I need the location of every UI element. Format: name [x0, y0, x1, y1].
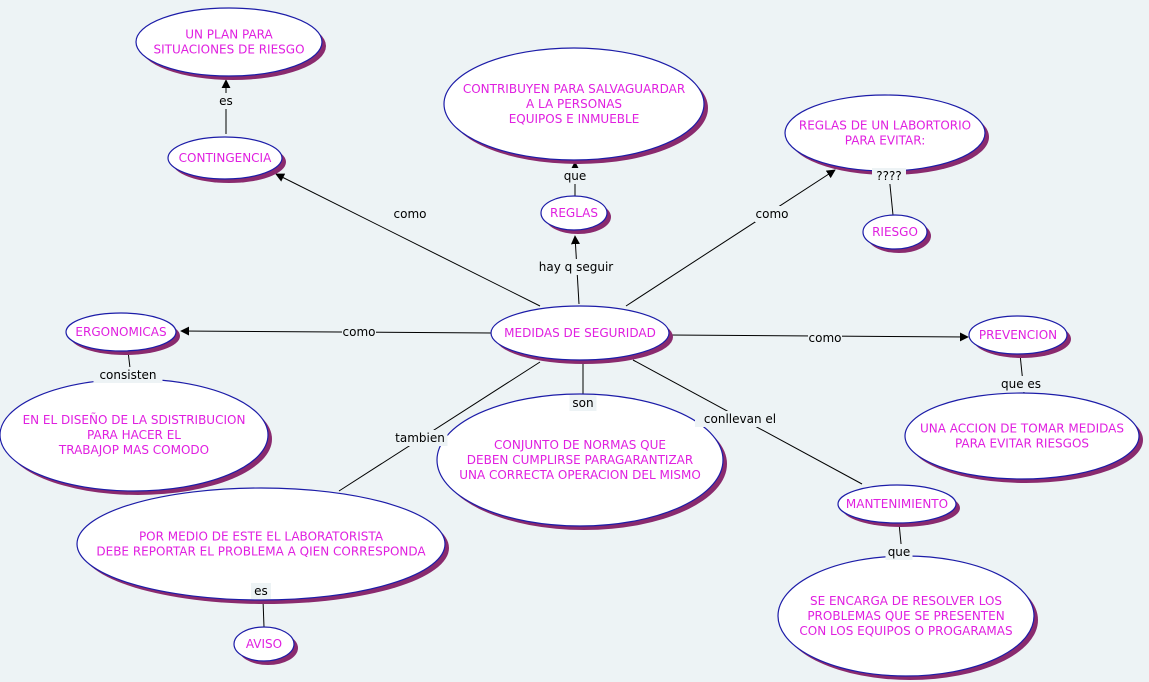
link-label-conllevan-el: conllevan el [704, 412, 776, 426]
node-label: MANTENIMIENTO [846, 497, 948, 511]
link-labels: como es hay q seguir que como???? como como con… [93, 93, 1045, 599]
link-label-como-reglas-lab: como [756, 207, 789, 221]
link-label-como-prevencion: como [809, 331, 842, 345]
node-ellipse [490, 305, 670, 361]
link-label-que-mant: que [888, 545, 911, 559]
node-ellipse [167, 136, 283, 180]
node-label: PREVENCION [979, 328, 1057, 342]
node-ellipse [233, 626, 295, 662]
node-reglas[interactable]: REGLAS [540, 195, 611, 234]
link-label-bg [755, 206, 789, 222]
link-label-bg [342, 324, 376, 340]
connector-line [625, 169, 836, 307]
link-label-consisten: consisten [99, 368, 156, 382]
link-label-dots: ???? [876, 169, 901, 183]
link-label-bg [216, 93, 236, 109]
node-label: MEDIDAS DE SEGURIDAD [504, 326, 656, 340]
link-label-bg [808, 330, 842, 346]
link-label-bg [531, 259, 621, 275]
link-label-bg [251, 583, 271, 599]
link-label-tambien: tambien [395, 431, 445, 445]
link-label-bg [93, 367, 163, 383]
link-label-son: son [572, 396, 593, 410]
node-ellipse [436, 393, 724, 527]
link-label-bg [997, 376, 1045, 392]
link-label-bg [393, 206, 427, 222]
node-label: CONTINGENCIA [179, 151, 272, 165]
connector-line [338, 361, 541, 492]
link-label-bg [885, 544, 913, 560]
link-label-bg [695, 411, 785, 427]
link-label-bg [392, 430, 448, 446]
node-label: RIESGO [872, 225, 918, 239]
node-mantenimiento[interactable]: MANTENIMIENTO [837, 484, 960, 527]
link-label-como-ergonomicas: como [343, 325, 376, 339]
link-label-es-aviso: es [254, 584, 268, 598]
node-ellipse [968, 315, 1068, 355]
link-label-que-reglas: que [564, 169, 587, 183]
node-ergonomicas[interactable]: ERGONOMICAS [65, 312, 180, 355]
link-label-bg [569, 395, 597, 411]
node-label: ERGONOMICAS [75, 325, 166, 339]
node-ellipse [443, 47, 705, 161]
node-ellipse [76, 487, 446, 601]
link-label-bg [872, 168, 906, 184]
link-label-bg [561, 168, 589, 184]
node-medidas[interactable]: MEDIDAS DE SEGURIDAD [490, 305, 673, 364]
link-label-hay-q-seguir: hay q seguir [539, 260, 613, 274]
node-contingencia[interactable]: CONTINGENCIA [167, 136, 286, 183]
link-label-que-es: que es [1001, 377, 1041, 391]
link-label-como-contingencia: como [394, 207, 427, 221]
node-riesgo[interactable]: RIESGO [862, 214, 931, 253]
node-ellipse [904, 392, 1140, 480]
node-prevencion[interactable]: PREVENCION [968, 315, 1071, 358]
link-label-es-top: es [219, 94, 233, 108]
node-ellipse [135, 7, 323, 77]
connector-line [262, 599, 265, 628]
node-ellipse [837, 484, 957, 524]
connector-line [275, 173, 541, 307]
node-label: AVISO [246, 637, 282, 651]
node-aviso[interactable]: AVISO [233, 626, 298, 665]
node-label: REGLAS [550, 206, 598, 220]
node-ellipse [862, 214, 928, 250]
connector-line [180, 326, 493, 336]
node-ellipse [540, 195, 608, 231]
node-ellipse [65, 312, 177, 352]
